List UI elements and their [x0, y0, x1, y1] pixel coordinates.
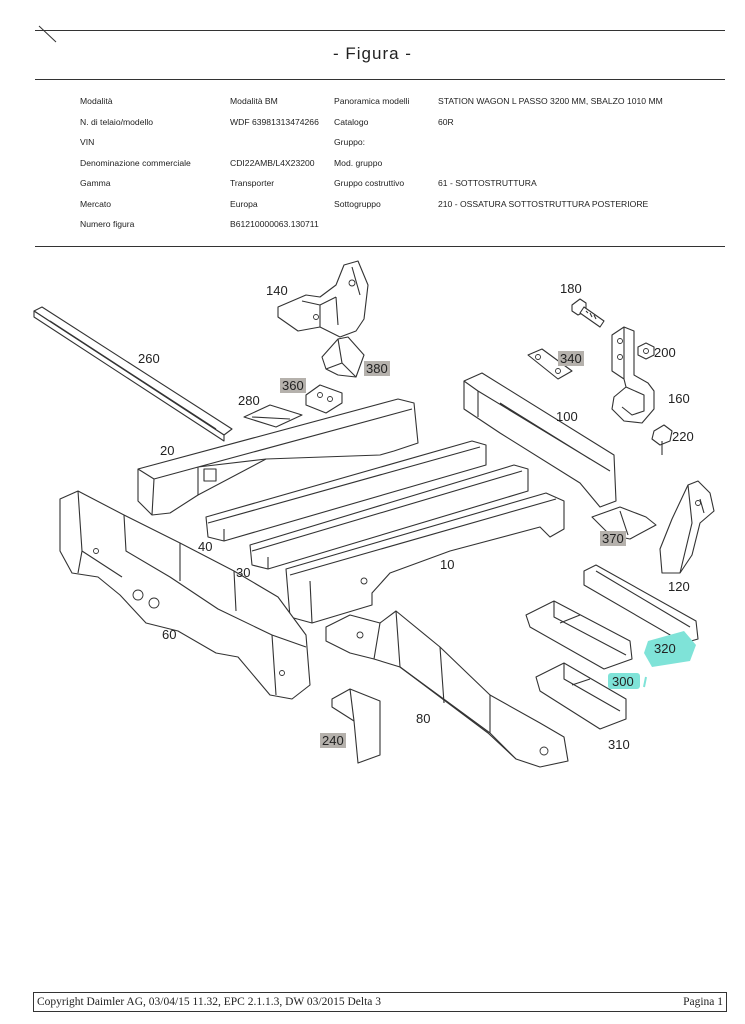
- part-label: 360: [282, 378, 304, 393]
- info-label-2: Gruppo:: [334, 137, 366, 147]
- highlight-tick-mark: [643, 676, 647, 688]
- part-label: 200: [654, 345, 676, 360]
- part-60-rear-member: [59, 490, 311, 700]
- info-label-2: Mod. gruppo: [334, 157, 383, 168]
- info-label: Denominazione commerciale: [80, 157, 191, 168]
- info-table: Modalità Modalità BM Panoramica modelli …: [80, 96, 720, 240]
- highlight-370: [600, 531, 626, 546]
- part-220-bolt: [651, 424, 673, 455]
- info-value: B61210000063.130711: [230, 219, 319, 229]
- part-label: 340: [560, 351, 582, 366]
- part-label: 60: [162, 627, 176, 642]
- part-label: 370: [602, 531, 624, 546]
- info-value: Modalità BM: [230, 96, 278, 106]
- info-row: Denominazione commerciale CDI22AMB/L4X23…: [80, 158, 720, 179]
- info-rule: [35, 246, 725, 247]
- info-value-2: 61 - SOTTOSTRUTTURA: [438, 178, 537, 188]
- part-360-plate: [305, 384, 343, 414]
- info-label: VIN: [80, 137, 95, 147]
- highlight-320: [644, 631, 696, 667]
- info-row: Numero figura B61210000063.130711: [80, 219, 720, 240]
- part-340-plate: [527, 348, 573, 380]
- part-label: 240: [322, 733, 344, 748]
- part-label: 20: [160, 443, 174, 458]
- part-label: 310: [608, 737, 630, 752]
- info-row: Modalità Modalità BM Panoramica modelli …: [80, 96, 720, 117]
- figure-title: - Figura -: [333, 44, 412, 63]
- info-value: Europa: [230, 198, 258, 209]
- info-label: Gamma: [80, 178, 111, 188]
- part-320-sill: [583, 564, 699, 644]
- part-240-plate: [331, 688, 381, 764]
- part-100-rail: [463, 372, 617, 508]
- part-label: 10: [440, 557, 454, 572]
- part-40-crossmember: [205, 440, 487, 542]
- part-30-crossmember: [249, 464, 529, 570]
- part-label: 40: [198, 539, 212, 554]
- info-label-2: Catalogo: [334, 116, 369, 127]
- title-rule: [35, 79, 725, 80]
- info-value-2: STATION WAGON L PASSO 3200 MM, SBALZO 10…: [438, 96, 663, 106]
- footer-bar: Copyright Daimler AG, 03/04/15 11.32, EP…: [33, 992, 727, 1012]
- info-value: WDF 63981313474266: [230, 116, 319, 127]
- part-label: 280: [238, 393, 260, 408]
- part-140-bracket: [277, 260, 369, 338]
- part-label: 30: [236, 565, 250, 580]
- highlight-300: [608, 673, 640, 689]
- corner-tick-mark: [38, 25, 57, 43]
- page-number: Pagina 1: [683, 996, 723, 1008]
- part-label: 220: [672, 429, 694, 444]
- part-80-center-member: [325, 610, 569, 768]
- part-label: 380: [366, 361, 388, 376]
- part-label: 80: [416, 711, 430, 726]
- part-120-bracket: [659, 480, 715, 574]
- part-180-bolt: [571, 298, 605, 328]
- info-value-2: 60R: [438, 116, 454, 127]
- part-20-crossmember: [137, 398, 419, 516]
- highlight-340: [558, 351, 584, 366]
- info-label: Numero figura: [80, 219, 135, 229]
- highlight-380: [364, 361, 390, 376]
- info-label-2: Sottogruppo: [334, 198, 381, 209]
- info-row: N. di telaio/modello WDF 63981313474266 …: [80, 117, 720, 138]
- part-280-plate: [243, 404, 303, 428]
- part-label: 300: [612, 674, 634, 689]
- part-160-hook-bracket: [611, 326, 655, 424]
- part-label: 320: [654, 641, 676, 656]
- info-label-2: Panoramica modelli: [334, 96, 410, 106]
- part-label: 160: [668, 391, 690, 406]
- part-label: 120: [668, 579, 690, 594]
- info-row: VIN Gruppo:: [80, 137, 720, 158]
- info-label: Mercato: [80, 198, 112, 209]
- part-label: 140: [266, 283, 288, 298]
- info-label: N. di telaio/modello: [80, 116, 154, 127]
- highlight-240: [320, 733, 346, 748]
- part-380-bracket: [321, 336, 365, 378]
- part-200-nut: [637, 342, 655, 360]
- part-260-rail: [33, 306, 233, 442]
- info-value-2: 210 - OSSATURA SOTTOSTRUTTURA POSTERIORE: [438, 198, 649, 209]
- part-label: 100: [556, 409, 578, 424]
- highlight-360: [280, 378, 306, 393]
- top-rule: [35, 30, 725, 31]
- info-label-2: Gruppo costruttivo: [334, 178, 405, 188]
- part-300-bracket: [525, 600, 633, 670]
- part-310-bracket: [535, 662, 627, 730]
- copyright-text: Copyright Daimler AG, 03/04/15 11.32, EP…: [37, 996, 382, 1008]
- info-row: Mercato Europa Sottogruppo 210 - OSSATUR…: [80, 199, 720, 220]
- part-label: 260: [138, 351, 160, 366]
- exploded-parts-diagram: 140 180 260 380 340 200 360 280 160 100 …: [33, 260, 715, 768]
- info-value: CDI22AMB/L4X23200: [230, 157, 315, 168]
- info-row: Gamma Transporter Gruppo costruttivo 61 …: [80, 178, 720, 199]
- info-label: Modalità: [80, 96, 113, 106]
- info-value: Transporter: [230, 178, 275, 188]
- part-10-crossmember: [285, 492, 565, 624]
- part-label: 180: [560, 281, 582, 296]
